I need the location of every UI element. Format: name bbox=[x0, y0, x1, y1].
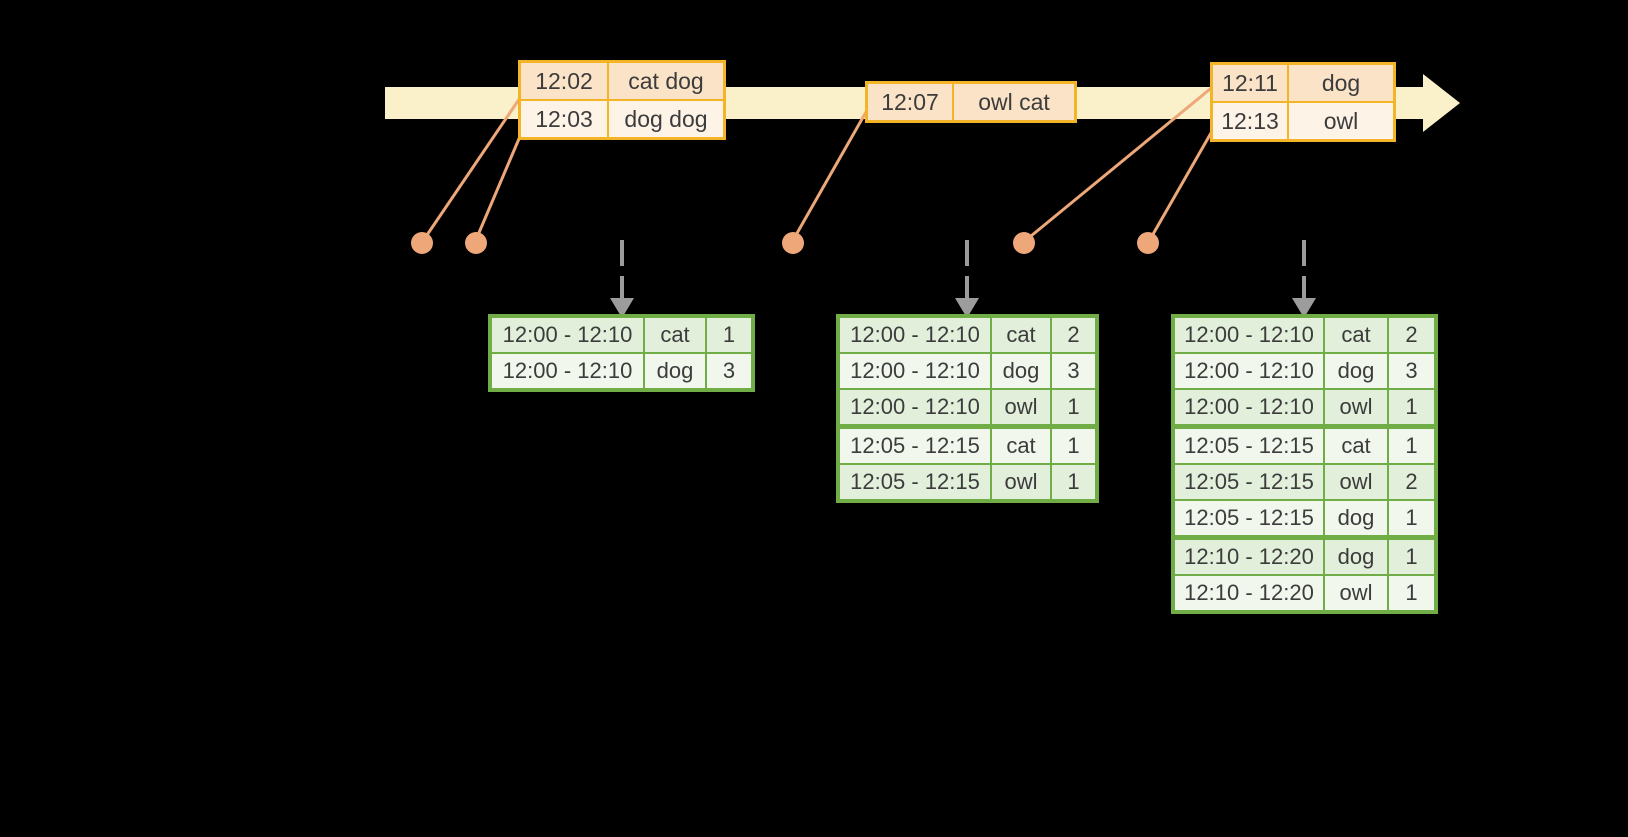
count-cell: 1 bbox=[1052, 465, 1095, 499]
window-cell: 12:00 - 12:10 bbox=[840, 390, 990, 424]
result-table-1: 12:00 - 12:10 cat 1 12:00 - 12:10 dog 3 bbox=[488, 314, 755, 392]
window-cell: 12:05 - 12:15 bbox=[840, 429, 990, 463]
leader-line-1207 bbox=[794, 104, 872, 236]
result-row: 12:00 - 12:10 dog 3 bbox=[492, 354, 751, 388]
leader-line-1202 bbox=[425, 91, 526, 236]
word-cell: owl bbox=[1325, 390, 1387, 424]
event-table-1: 12:02 cat dog 12:03 dog dog bbox=[518, 60, 726, 140]
trigger-arrowhead-icon-3 bbox=[1292, 298, 1316, 318]
result-row: 12:05 - 12:15 dog 1 bbox=[1175, 501, 1434, 535]
event-words-cell: dog dog bbox=[609, 101, 723, 137]
result-row: 12:05 - 12:15 cat 1 bbox=[1175, 429, 1434, 463]
result-table-2: 12:00 - 12:10 cat 2 12:00 - 12:10 dog 3 … bbox=[836, 314, 1099, 503]
count-cell: 1 bbox=[1389, 390, 1434, 424]
event-time-cell: 12:03 bbox=[521, 101, 607, 137]
result-row: 12:05 - 12:15 cat 1 bbox=[840, 429, 1095, 463]
word-cell: dog bbox=[1325, 540, 1387, 574]
window-cell: 12:05 - 12:15 bbox=[1175, 465, 1323, 499]
event-words-cell: owl cat bbox=[954, 84, 1074, 120]
event-dot-1207 bbox=[782, 232, 804, 254]
word-cell: owl bbox=[992, 390, 1050, 424]
event-dot-1202 bbox=[411, 232, 433, 254]
result-row: 12:00 - 12:10 cat 1 bbox=[492, 318, 751, 352]
result-row: 12:10 - 12:20 owl 1 bbox=[1175, 576, 1434, 610]
word-cell: owl bbox=[1325, 465, 1387, 499]
window-cell: 12:00 - 12:10 bbox=[1175, 390, 1323, 424]
result-row: 12:05 - 12:15 owl 1 bbox=[840, 465, 1095, 499]
result-row: 12:00 - 12:10 dog 3 bbox=[840, 354, 1095, 388]
result-row: 12:00 - 12:10 owl 1 bbox=[840, 390, 1095, 424]
window-cell: 12:00 - 12:10 bbox=[840, 318, 990, 352]
count-cell: 1 bbox=[1389, 501, 1434, 535]
window-cell: 12:10 - 12:20 bbox=[1175, 576, 1323, 610]
word-cell: cat bbox=[992, 318, 1050, 352]
timeline-arrowhead-icon bbox=[1423, 74, 1460, 132]
word-cell: cat bbox=[645, 318, 705, 352]
result-table-3: 12:00 - 12:10 cat 2 12:00 - 12:10 dog 3 … bbox=[1171, 314, 1438, 614]
window-cell: 12:05 - 12:15 bbox=[840, 465, 990, 499]
count-cell: 2 bbox=[1389, 465, 1434, 499]
event-time-cell: 12:11 bbox=[1213, 65, 1287, 101]
result-row: 12:00 - 12:10 cat 2 bbox=[840, 318, 1095, 352]
event-dot-1211 bbox=[1013, 232, 1035, 254]
count-cell: 1 bbox=[1052, 390, 1095, 424]
event-words-cell: dog bbox=[1289, 65, 1393, 101]
event-table-2: 12:07 owl cat bbox=[865, 81, 1077, 123]
event-dot-1203 bbox=[465, 232, 487, 254]
leader-line-1203 bbox=[476, 126, 526, 236]
window-cell: 12:10 - 12:20 bbox=[1175, 540, 1323, 574]
word-cell: owl bbox=[992, 465, 1050, 499]
word-cell: dog bbox=[992, 354, 1050, 388]
window-cell: 12:00 - 12:10 bbox=[840, 354, 990, 388]
result-row: 12:10 - 12:20 dog 1 bbox=[1175, 540, 1434, 574]
count-cell: 1 bbox=[1052, 429, 1095, 463]
count-cell: 3 bbox=[1052, 354, 1095, 388]
trigger-arrows bbox=[610, 240, 1316, 318]
count-cell: 1 bbox=[1389, 429, 1434, 463]
event-table-3: 12:11 dog 12:13 owl bbox=[1210, 62, 1396, 142]
result-row: 12:00 - 12:10 owl 1 bbox=[1175, 390, 1434, 424]
count-cell: 2 bbox=[1052, 318, 1095, 352]
word-cell: cat bbox=[992, 429, 1050, 463]
count-cell: 3 bbox=[1389, 354, 1434, 388]
result-row: 12:00 - 12:10 dog 3 bbox=[1175, 354, 1434, 388]
count-cell: 2 bbox=[1389, 318, 1434, 352]
count-cell: 3 bbox=[707, 354, 751, 388]
event-time-cell: 12:07 bbox=[868, 84, 952, 120]
word-cell: owl bbox=[1325, 576, 1387, 610]
window-cell: 12:00 - 12:10 bbox=[1175, 354, 1323, 388]
event-time-cell: 12:13 bbox=[1213, 103, 1287, 139]
event-time-cell: 12:02 bbox=[521, 63, 607, 99]
event-time-dots bbox=[411, 232, 1159, 254]
event-words-cell: cat dog bbox=[609, 63, 723, 99]
trigger-arrowhead-icon-1 bbox=[610, 298, 634, 318]
word-cell: dog bbox=[1325, 501, 1387, 535]
leader-line-1213 bbox=[1150, 125, 1217, 237]
word-cell: dog bbox=[1325, 354, 1387, 388]
count-cell: 1 bbox=[707, 318, 751, 352]
window-cell: 12:05 - 12:15 bbox=[1175, 501, 1323, 535]
result-row: 12:05 - 12:15 owl 2 bbox=[1175, 465, 1434, 499]
result-row: 12:00 - 12:10 cat 2 bbox=[1175, 318, 1434, 352]
count-cell: 1 bbox=[1389, 540, 1434, 574]
event-dot-1213 bbox=[1137, 232, 1159, 254]
trigger-arrowhead-icon-2 bbox=[955, 298, 979, 318]
event-leader-lines bbox=[425, 83, 1217, 238]
leader-line-1211 bbox=[1030, 83, 1216, 238]
word-cell: dog bbox=[645, 354, 705, 388]
word-cell: cat bbox=[1325, 429, 1387, 463]
word-cell: cat bbox=[1325, 318, 1387, 352]
window-cell: 12:05 - 12:15 bbox=[1175, 429, 1323, 463]
event-words-cell: owl bbox=[1289, 103, 1393, 139]
window-cell: 12:00 - 12:10 bbox=[492, 354, 643, 388]
window-cell: 12:00 - 12:10 bbox=[492, 318, 643, 352]
count-cell: 1 bbox=[1389, 576, 1434, 610]
window-cell: 12:00 - 12:10 bbox=[1175, 318, 1323, 352]
